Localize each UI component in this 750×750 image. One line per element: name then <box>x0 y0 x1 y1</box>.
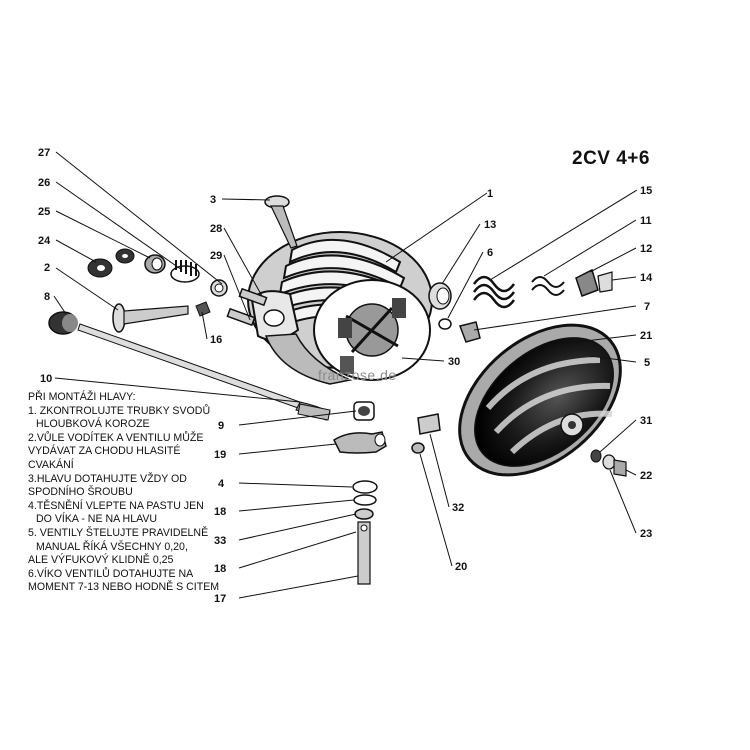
callout-15: 15 <box>640 185 652 197</box>
callout-30: 30 <box>448 356 460 368</box>
callout-2: 2 <box>44 262 50 274</box>
callout-24: 24 <box>38 235 51 247</box>
note-line: 2.VŮLE VODÍTEK A VENTILU MŮŽE <box>28 431 204 444</box>
callout-22: 22 <box>640 470 652 482</box>
callout-11: 11 <box>640 215 652 227</box>
note-line: 6.VÍKO VENTILŮ DOTAHUJTE NA <box>28 567 194 580</box>
fasteners <box>411 413 627 477</box>
callout-5: 5 <box>644 357 650 369</box>
callout-18-lower: 18 <box>214 563 226 575</box>
callout-23: 23 <box>640 528 652 540</box>
diagram-title: 2CV 4+6 <box>572 148 650 169</box>
callout-26: 26 <box>38 177 50 189</box>
callout-18-upper: 18 <box>214 506 226 518</box>
callout-12: 12 <box>640 243 652 255</box>
callout-33: 33 <box>214 535 226 547</box>
callouts: 27 26 25 24 2 8 10 3 28 29 16 1 15 11 12… <box>38 147 653 605</box>
head-studs <box>226 287 268 327</box>
callout-31: 31 <box>640 415 652 427</box>
note-line: ALE VÝFUKOVÝ KLIDNĚ 0,25 <box>28 554 174 567</box>
valve-small-parts <box>87 248 228 317</box>
valve-cover <box>458 323 622 477</box>
note-line: 3.HLAVU DOTAHUJTE VŽDY OD <box>28 472 187 485</box>
callout-13: 13 <box>484 219 496 231</box>
callout-9: 9 <box>218 420 224 432</box>
callout-25: 25 <box>38 206 50 218</box>
callout-8: 8 <box>44 291 50 303</box>
callout-32: 32 <box>452 502 464 514</box>
leader-lines <box>53 151 638 599</box>
valve-part-3 <box>264 195 298 249</box>
callout-10: 10 <box>40 373 52 385</box>
note-line: CVAKÁNÍ <box>28 458 74 471</box>
note-line: 1. ZKONTROLUJTE TRUBKY SVODŮ <box>28 404 211 417</box>
callout-4: 4 <box>218 478 225 490</box>
callout-28: 28 <box>210 223 222 235</box>
rocker-assembly <box>297 401 387 585</box>
note-line: 5. VENTILY ŠTELUJTE PRAVIDELNĚ <box>28 526 209 539</box>
callout-1: 1 <box>487 188 493 200</box>
callout-17: 17 <box>214 593 226 605</box>
callout-29: 29 <box>210 250 222 262</box>
callout-3: 3 <box>210 194 216 206</box>
note-line: MANUAL ŘÍKÁ VŠECHNY 0,20, <box>36 540 188 553</box>
callout-6: 6 <box>487 247 493 259</box>
cylinder-head <box>247 231 433 385</box>
callout-19: 19 <box>214 449 226 461</box>
callout-7: 7 <box>644 301 650 313</box>
callout-27: 27 <box>38 147 50 159</box>
valve-springs <box>428 268 613 343</box>
note-line: SPODNÍHO ŠROUBU <box>28 486 133 499</box>
callout-14: 14 <box>640 272 653 284</box>
callout-20: 20 <box>455 561 467 573</box>
assembly-notes: PŘI MONTÁŽI HLAVY: 1. ZKONTROLUJTE TRUBK… <box>28 391 228 595</box>
note-line: VYDÁVAT ZA CHODU HLASITÉ <box>28 445 181 458</box>
note-line: 4.TĚSNĚNÍ VLEPTE NA PASTU JEN <box>28 499 204 512</box>
note-line: MOMENT 7-13 NEBO HODNĚ S CITEM <box>28 581 220 594</box>
callout-21: 21 <box>640 330 652 342</box>
valve-part-2 <box>112 303 189 333</box>
note-line: HLOUBKOVÁ KOROZE <box>36 418 150 431</box>
watermark: franzose.de <box>318 367 397 383</box>
note-line: DO VÍKA - NE NA HLAVU <box>36 513 158 526</box>
callout-16: 16 <box>210 334 222 346</box>
notes-heading: PŘI MONTÁŽI HLAVY: <box>28 391 136 403</box>
